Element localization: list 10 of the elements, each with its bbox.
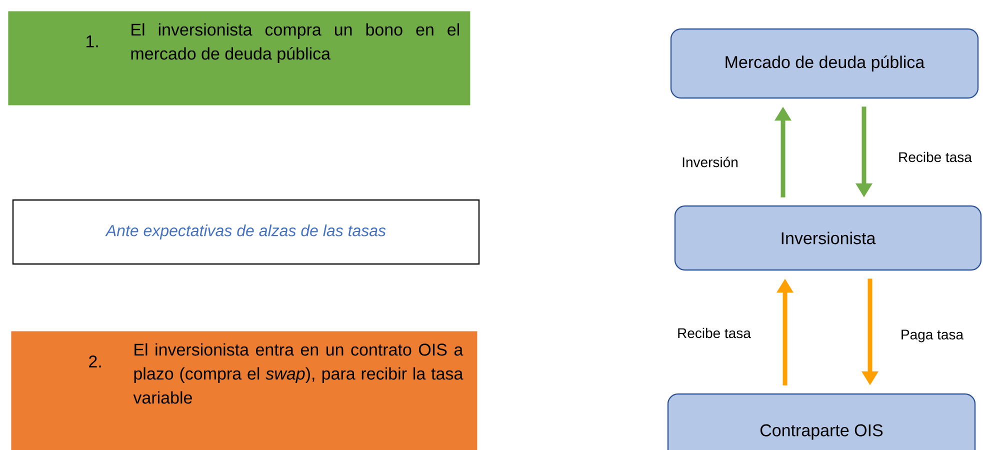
process-box: Mercado de deuda pública — [670, 28, 979, 99]
process-box: Contraparte OIS — [667, 393, 976, 450]
note-box: Ante expectativas de alzas de las tasas — [12, 199, 480, 265]
edge-label: Recibe tasa — [899, 152, 972, 162]
edge-label: Recibe tasa — [678, 328, 751, 338]
process-box: Inversionista — [674, 205, 982, 271]
step-box: 2. El inversionista entra en un contrato OIS a plazo (compra el swap), para recibir la tasa variable — [11, 331, 478, 450]
step-box: 1. El inversionista compra un bono en el mercado de deuda pública — [8, 11, 470, 106]
edge-label: Paga tasa — [902, 330, 964, 342]
edge-label: Inversión — [682, 156, 738, 168]
